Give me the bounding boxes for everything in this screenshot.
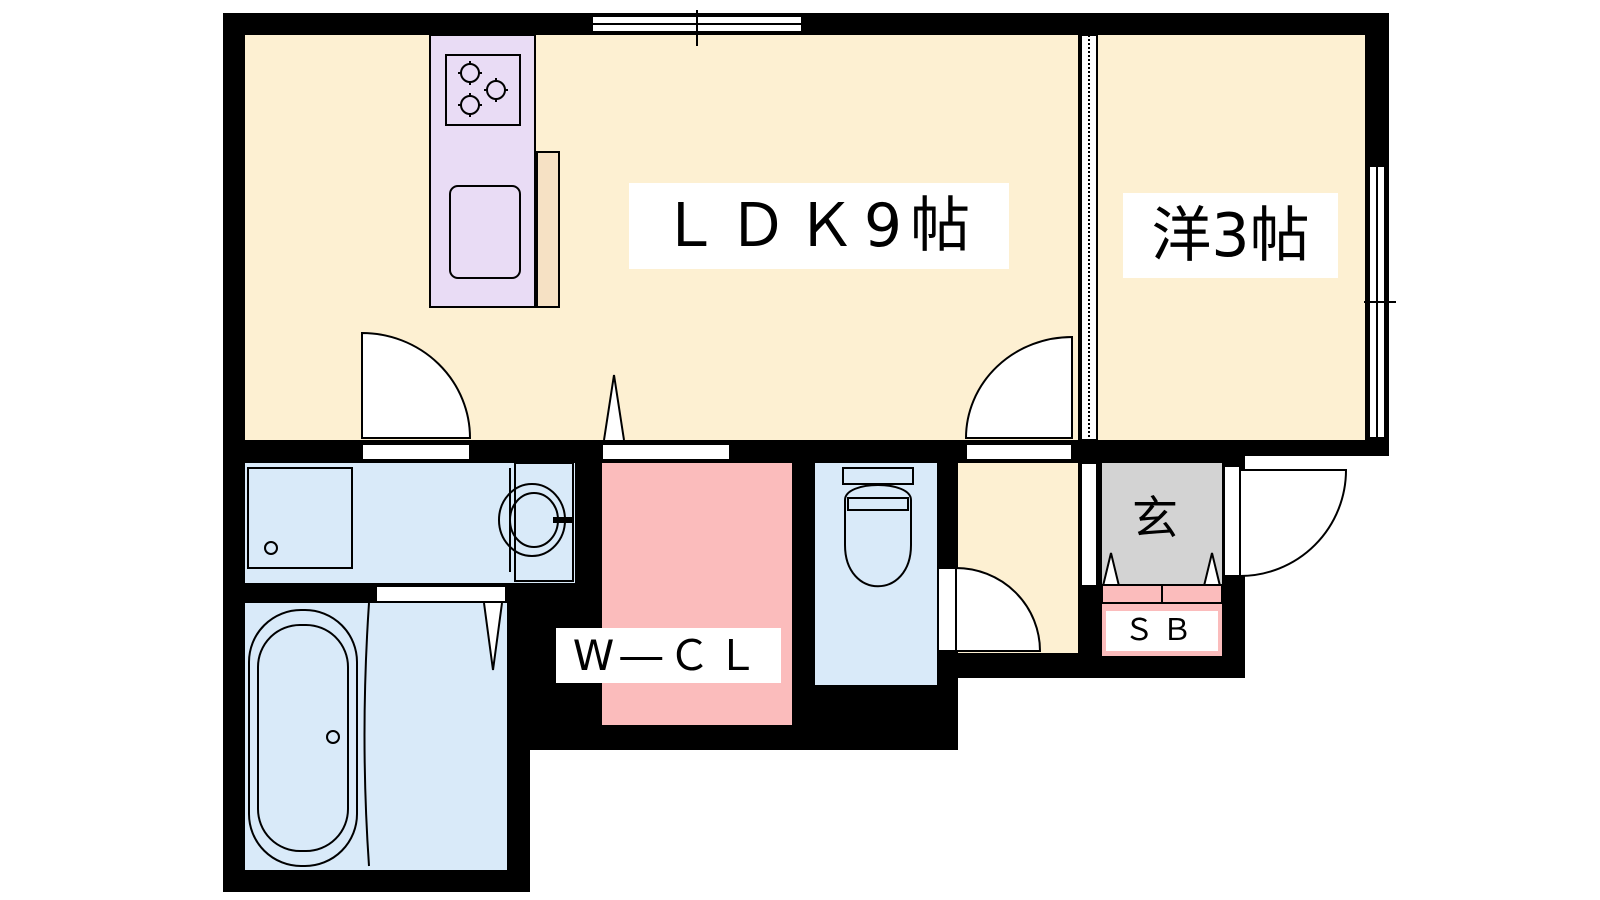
door-toilet	[955, 566, 1042, 652]
washing-machine-pan	[247, 467, 353, 569]
room-label-ldk: ＬＤＫ9帖	[629, 183, 1009, 269]
door-strip-closet	[601, 443, 731, 461]
folding-door-closet	[603, 374, 625, 441]
folding-door-shoe-box-left	[1102, 552, 1120, 587]
door-hall	[964, 335, 1073, 439]
door-strip-hall	[965, 443, 1073, 461]
door-strip-wash	[361, 443, 471, 461]
burner-icon	[458, 61, 508, 117]
bathroom-floor	[245, 603, 507, 870]
entrance-floor	[1102, 463, 1222, 586]
sliding-door-entrance	[1080, 462, 1098, 587]
sink-icon	[449, 185, 521, 279]
door-wash	[361, 331, 472, 439]
fixtures	[247, 462, 914, 867]
door-strip-toilet	[937, 567, 957, 652]
kitchen-counter	[429, 34, 536, 308]
walk-in-closet-floor	[602, 463, 792, 725]
room-label-entrance: 玄	[1132, 490, 1178, 545]
kitchen-side-counter	[536, 151, 560, 308]
door-strip-bath	[375, 585, 507, 603]
folding-door-shoe-box-right	[1203, 552, 1221, 587]
door-swings	[361, 331, 1348, 671]
toilet-icon	[842, 467, 914, 588]
openings	[361, 10, 1396, 652]
drain-icon	[264, 541, 278, 555]
toilet-floor	[815, 463, 937, 685]
room-label-walk-in-closet: W―ＣＬ	[556, 628, 781, 683]
kitchen	[429, 34, 560, 308]
room-label-western: 洋3帖	[1123, 193, 1338, 278]
stove-top	[445, 54, 521, 126]
door-front	[1239, 469, 1348, 578]
door-strip-front	[1223, 465, 1241, 577]
folding-door-bath	[483, 602, 503, 671]
room-label-shoe-box: ＳＢ	[1106, 611, 1218, 651]
bathtub-icon	[248, 609, 358, 867]
